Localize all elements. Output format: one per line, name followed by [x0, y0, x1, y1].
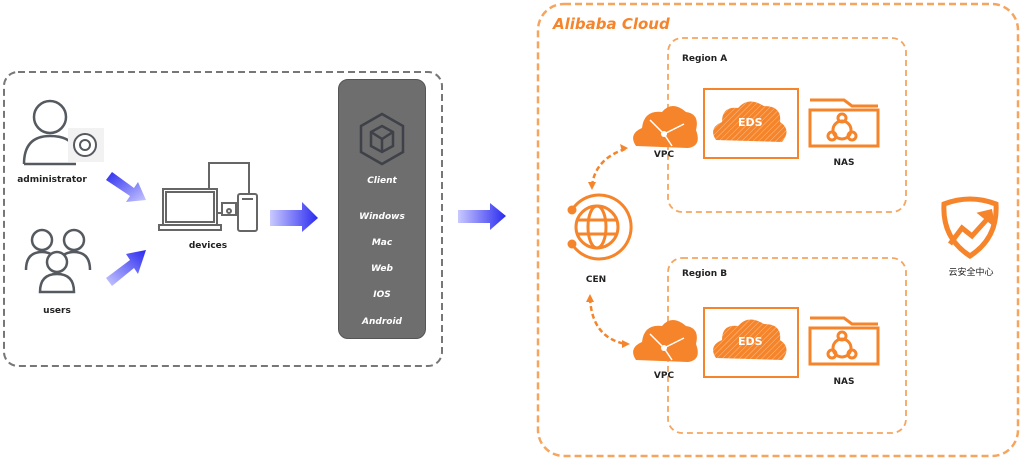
client-title: Client [367, 176, 397, 186]
devices-label: devices [188, 241, 228, 251]
vpc-a-label: VPC [653, 150, 675, 160]
devices-icon [158, 162, 258, 232]
vpc-b-icon [633, 320, 698, 362]
cen-label: CEN [585, 275, 607, 285]
nas-a-label: NAS [833, 158, 855, 168]
arrow-client-to-cloud [458, 203, 506, 230]
platform-windows: Windows [359, 212, 405, 222]
arrow-devices-to-client [270, 202, 318, 232]
arrow-users-to-devices [106, 250, 146, 286]
eds-b-cloud-icon [713, 319, 787, 360]
nas-a-icon [808, 98, 880, 148]
security-center-icon [941, 196, 999, 259]
alibaba-cloud-title: Alibaba Cloud [553, 15, 670, 33]
platform-mac: Mac [371, 238, 393, 248]
security-center-label: 云安全中心 [948, 268, 994, 278]
users-icon [24, 228, 92, 294]
region-b-border [667, 257, 907, 434]
client-panel: Client Windows Mac Web IOS Android [338, 79, 426, 339]
alibaba-cloud-border [536, 2, 1020, 458]
link-cen-vpc-a [590, 146, 629, 187]
platform-android: Android [362, 317, 402, 327]
user-group-border [3, 71, 443, 367]
platform-ios: IOS [373, 290, 391, 300]
cube-icon [359, 112, 405, 166]
link-cen-vpc-b [588, 297, 627, 346]
nas-b-icon [808, 316, 880, 366]
cen-icon [567, 193, 633, 261]
platform-web: Web [371, 264, 393, 274]
eds-b-label: EDS [738, 335, 763, 348]
users-label: users [43, 306, 71, 316]
eds-a-label: EDS [738, 116, 763, 129]
vpc-a-icon [633, 106, 698, 148]
administrator-label: administrator [17, 175, 87, 185]
arrow-admin-to-devices [106, 172, 146, 202]
region-b-label: Region B [682, 269, 728, 279]
region-a-label: Region A [682, 54, 728, 64]
nas-b-label: NAS [833, 377, 855, 387]
eds-a-cloud-icon [713, 101, 787, 142]
gear-icon [68, 128, 104, 162]
vpc-b-label: VPC [653, 371, 675, 381]
